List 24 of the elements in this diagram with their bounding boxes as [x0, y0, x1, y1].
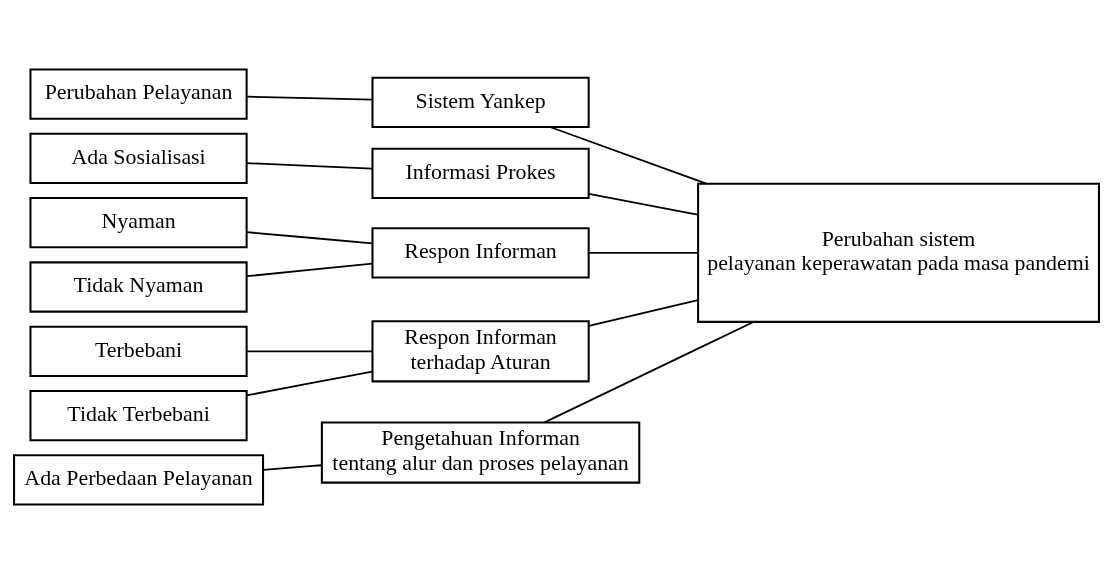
connector — [245, 162, 374, 170]
node-box: Tidak Nyaman — [29, 261, 248, 313]
connector — [262, 464, 323, 471]
node-box: Ada Perbedaan Pelayanan — [13, 454, 265, 506]
node-box: Respon Informan terhadap Aturan — [371, 320, 590, 383]
connector — [588, 251, 699, 254]
node-box: Perubahan Pelayanan — [29, 68, 248, 120]
node-box: Nyaman — [29, 197, 248, 249]
connector — [543, 321, 755, 424]
node-box: Informasi Prokes — [371, 147, 590, 200]
node-box: Respon Informan — [371, 227, 590, 279]
node-box: Perubahan sistem pelayanan keperawatan pada masa pandemi — [697, 182, 1100, 323]
connector — [245, 350, 374, 353]
connector — [588, 193, 699, 216]
node-box: Sistem Yankep — [371, 76, 590, 128]
node-box: Ada Sosialisasi — [29, 132, 248, 185]
node-box: Tidak Terbebani — [29, 389, 248, 442]
connector — [245, 95, 374, 101]
connector — [245, 370, 374, 397]
node-box: Terbebani — [29, 325, 248, 377]
connector — [245, 231, 374, 245]
connector — [245, 262, 374, 278]
node-box: Pengetahuan Informan tentang alur dan proses pelayanan — [320, 421, 641, 484]
connector — [588, 299, 699, 327]
